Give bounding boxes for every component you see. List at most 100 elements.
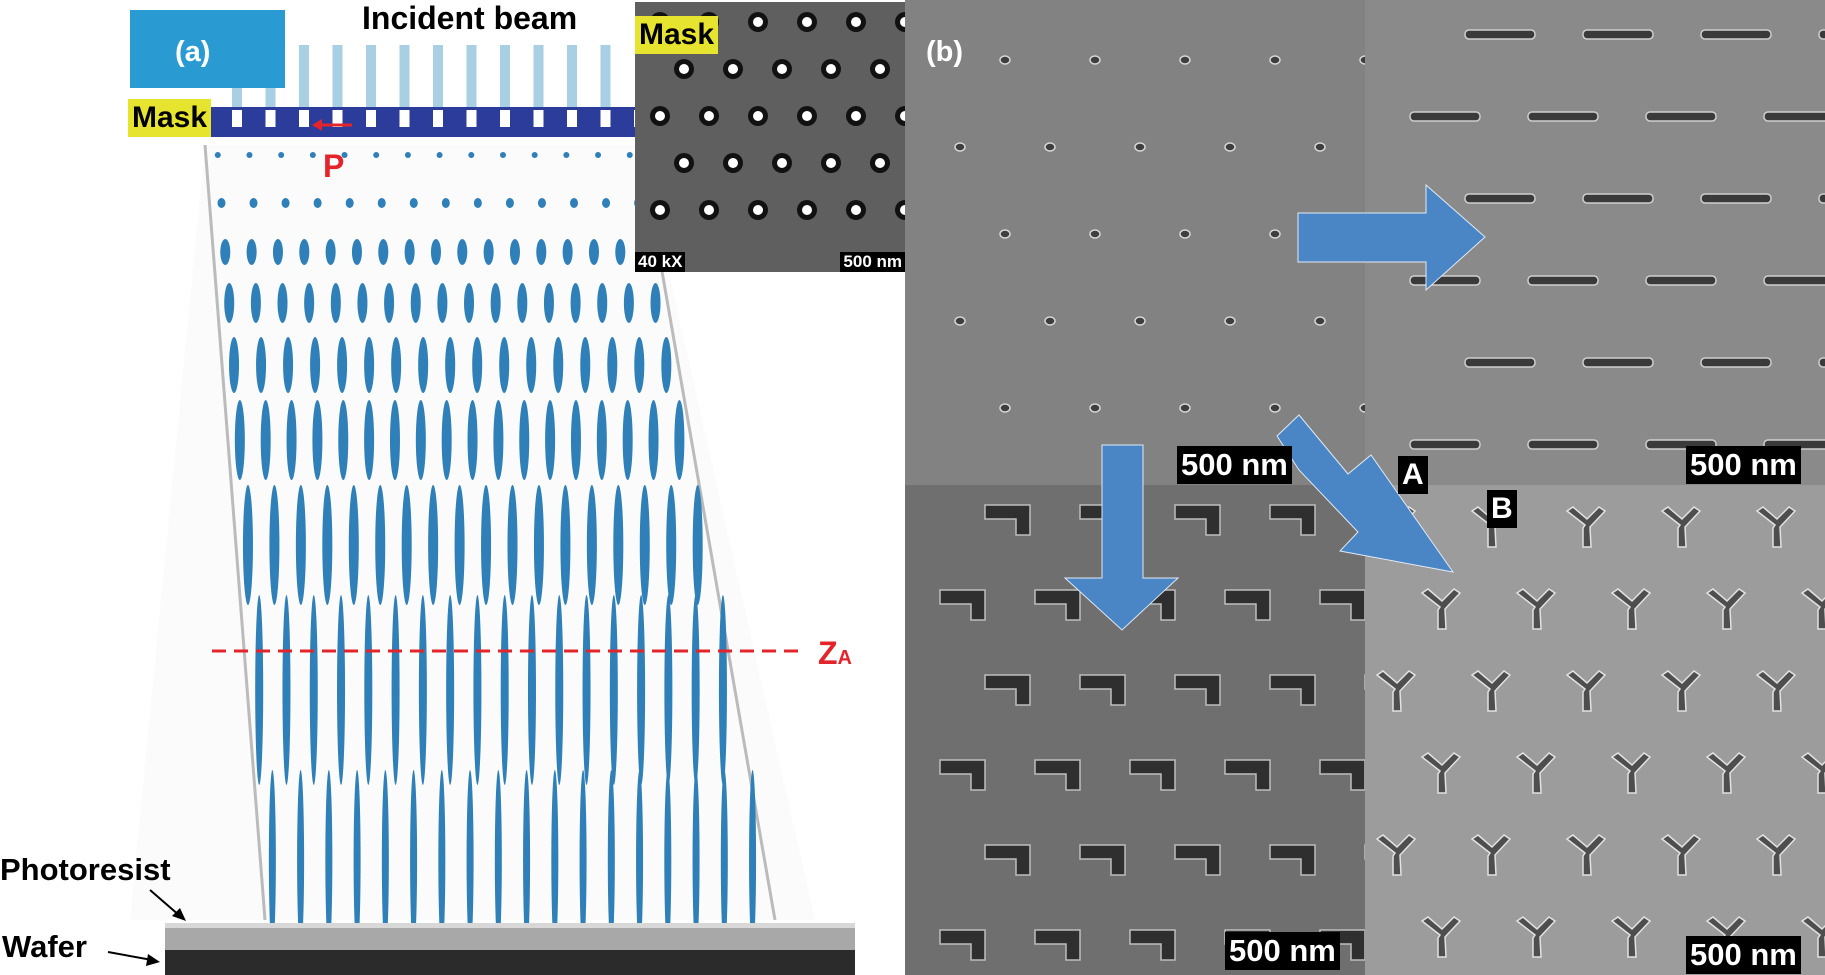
z-a-label-sub: A (837, 647, 852, 669)
focal-spot (454, 485, 465, 605)
sem-tripod (1375, 834, 1417, 876)
focal-spot (249, 198, 258, 208)
focal-spot (313, 198, 322, 208)
focal-spot (378, 239, 389, 265)
focal-spot (533, 485, 544, 605)
sem-dot (954, 316, 966, 326)
mask-hole (366, 110, 376, 127)
focal-spot (579, 770, 587, 950)
sem-top-left (905, 0, 1365, 485)
focal-spot (364, 337, 375, 393)
sem-l-shape (1224, 589, 1271, 621)
focal-spot (217, 198, 226, 208)
focal-spot (664, 595, 673, 785)
focal-spot (375, 485, 386, 605)
mask-hole (433, 110, 443, 127)
focal-spot (595, 152, 602, 158)
focal-spot (674, 400, 685, 480)
sem-tripod (1610, 588, 1652, 630)
sem-tripod-body (1660, 670, 1702, 712)
focal-spots (214, 152, 757, 950)
focal-spot (438, 770, 446, 950)
sem-tripod (1755, 670, 1797, 712)
focal-spot (297, 770, 305, 950)
sem-slot (1763, 275, 1825, 286)
focal-spot (692, 485, 703, 605)
arrow-a-label: A (1398, 456, 1428, 494)
inset-hole (826, 64, 836, 74)
focal-spot (341, 152, 348, 158)
focal-spot (493, 400, 504, 480)
focal-spot (563, 152, 570, 158)
sem-slot (1700, 193, 1772, 204)
focal-spot (430, 239, 441, 265)
sem-tripod-body (1470, 670, 1512, 712)
focal-spot (691, 595, 700, 785)
sem-slot (1582, 29, 1654, 40)
focal-spot (255, 595, 264, 785)
focal-spot (345, 198, 354, 208)
focal-spot (446, 595, 455, 785)
focal-spot (523, 770, 531, 950)
sem-tripod-body (1565, 670, 1607, 712)
focal-spot (473, 198, 482, 208)
focal-spot (648, 400, 659, 480)
incident-ray (232, 88, 242, 110)
wafer-pointer-head (146, 954, 160, 966)
focal-spot (351, 239, 362, 265)
inset-hole (826, 158, 836, 168)
mask-bar (130, 107, 635, 137)
focal-spot (428, 485, 439, 605)
sem-slot (1645, 111, 1717, 122)
sem-l-shape (1079, 844, 1126, 876)
inset-hole (753, 111, 763, 121)
focal-spot (278, 152, 285, 158)
focal-spot (309, 595, 318, 785)
focal-spot (543, 283, 554, 323)
focal-spot (214, 152, 221, 158)
sem-tripod (1800, 916, 1825, 958)
focal-spot (224, 283, 235, 323)
focal-spot (580, 337, 591, 393)
sem-tripod-body (1705, 588, 1747, 630)
sem-dot (1044, 316, 1056, 326)
wafer-pointer (107, 951, 153, 961)
focal-spot (597, 283, 608, 323)
sem-tripod (1565, 506, 1607, 548)
focal-spot (586, 485, 597, 605)
focal-spot (500, 595, 509, 785)
sem-tripod (1705, 752, 1747, 794)
sem-tripod-body (1755, 834, 1797, 876)
focal-spot (526, 337, 537, 393)
sem-tripod-body (1610, 588, 1652, 630)
sem-tripod-body (1420, 916, 1462, 958)
sem-l-shape (1269, 504, 1316, 536)
period-label: P (323, 148, 345, 184)
focal-spot (468, 152, 475, 158)
sem-tripod (1800, 588, 1825, 630)
panel-a-diagram (107, 10, 855, 975)
inset-hole (900, 17, 905, 27)
inset-hole (655, 205, 665, 215)
sem-slot (1582, 193, 1654, 204)
mask-hole (600, 110, 611, 127)
focal-spot (636, 770, 644, 950)
arrow-down (1063, 444, 1180, 631)
sem-l-shape (1174, 844, 1221, 876)
focal-spot (639, 485, 650, 605)
focal-spot (373, 152, 380, 158)
focal-spot (281, 198, 290, 208)
sem-dot (999, 403, 1011, 413)
wafer-label: Wafer (2, 929, 87, 964)
focal-spot (441, 400, 452, 480)
focal-spot (517, 283, 528, 323)
inset-hole (802, 205, 812, 215)
panel-b-label: (b) (926, 36, 964, 68)
sem-slot (1645, 275, 1717, 286)
sem-tripod-body (1375, 834, 1417, 876)
focal-spot (353, 770, 361, 950)
sem-slot (1818, 29, 1825, 40)
mask-hole (567, 110, 577, 127)
sem-tripod (1755, 506, 1797, 548)
sem-dot (1224, 142, 1236, 152)
